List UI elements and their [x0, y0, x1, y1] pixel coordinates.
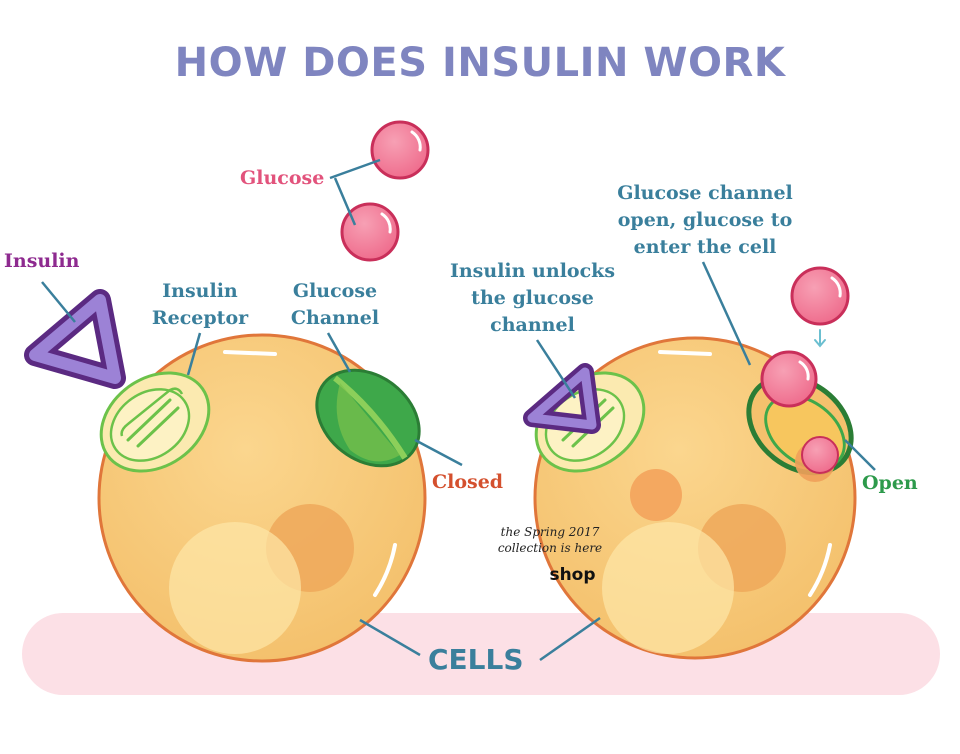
insulin-label: Insulin [4, 250, 80, 272]
closed-label: Closed [432, 471, 504, 493]
insulin-receptor-label: Insulin Receptor [145, 278, 255, 332]
insulin-unlocks-line-2: the glucose [471, 287, 594, 309]
glucose-channel-closed [315, 368, 421, 468]
glucose-label: Glucose [240, 167, 325, 189]
insulin-unlocks-line-1: Insulin unlocks [449, 260, 616, 282]
insulin-receptor-line-2: Receptor [151, 307, 249, 329]
open-label: Open [862, 472, 918, 494]
insulin-unlocks-line-3: channel [490, 314, 575, 336]
channel-open-line-2: open, glucose to [617, 209, 793, 231]
channel-open-line-3: enter the cell [633, 236, 777, 258]
glucose-channel-line-2: Channel [290, 307, 380, 329]
glucose-molecules-top [340, 120, 430, 262]
insulin-molecule-free [24, 289, 126, 389]
cells-label: CELLS [428, 643, 524, 676]
glucose-channel-label: Glucose Channel [280, 278, 390, 332]
page-title: HOW DOES INSULIN WORK [174, 40, 786, 86]
channel-open-label: Glucose channel open, glucose to enter t… [605, 180, 805, 261]
shop-link[interactable]: shop [549, 565, 596, 585]
glucose-entering [760, 266, 850, 408]
channel-open-line-1: Glucose channel [617, 182, 793, 204]
insulin-receptor-left [99, 371, 211, 473]
insulin-molecule-bound [523, 363, 601, 434]
glucose-channel-line-1: Glucose [292, 280, 378, 302]
promo-line-2: collection is here [497, 541, 603, 555]
promo-text: the Spring 2017 collection is here [470, 524, 630, 556]
insulin-receptor-line-1: Insulin [162, 280, 238, 302]
leader-lines [41, 158, 876, 662]
insulin-unlocks-label: Insulin unlocks the glucose channel [440, 258, 625, 339]
promo-line-1: the Spring 2017 [500, 525, 600, 539]
